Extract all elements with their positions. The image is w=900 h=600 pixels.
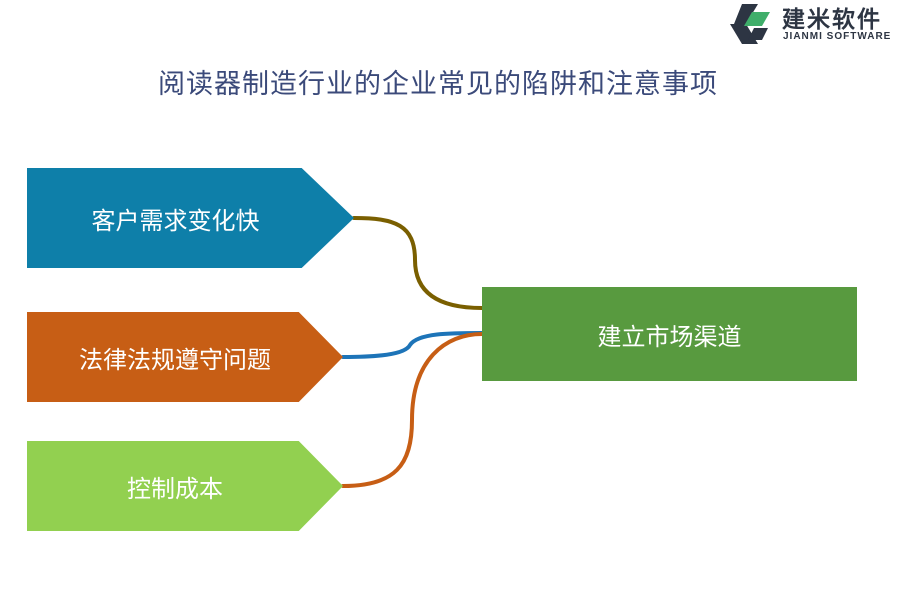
page-title: 阅读器制造行业的企业常见的陷阱和注意事项 (158, 69, 718, 100)
brand-logo: 建米软件 JIANMI SOFTWARE (724, 0, 900, 48)
connector-line-3 (341, 332, 484, 488)
brand-logo-mark (730, 4, 770, 44)
brand-name-en: JIANMI SOFTWARE (783, 31, 892, 42)
pitfall-box-cost-control: 控制成本 (27, 441, 343, 531)
pitfall-label-1: 客户需求变化快 (91, 206, 260, 235)
pitfall-box-legal-compliance: 法律法规遵守问题 (27, 312, 343, 402)
pitfall-box-customer-demand: 客户需求变化快 (27, 168, 354, 268)
brand-name-cn: 建米软件 (782, 7, 882, 33)
target-box-market-channel: 建立市场渠道 (482, 287, 857, 381)
pitfall-label-2: 法律法规遵守问题 (79, 345, 271, 374)
pitfall-label-3: 控制成本 (127, 474, 223, 503)
connector-line-1 (352, 216, 484, 310)
connector-line-2 (341, 331, 484, 359)
target-label: 建立市场渠道 (597, 322, 742, 351)
